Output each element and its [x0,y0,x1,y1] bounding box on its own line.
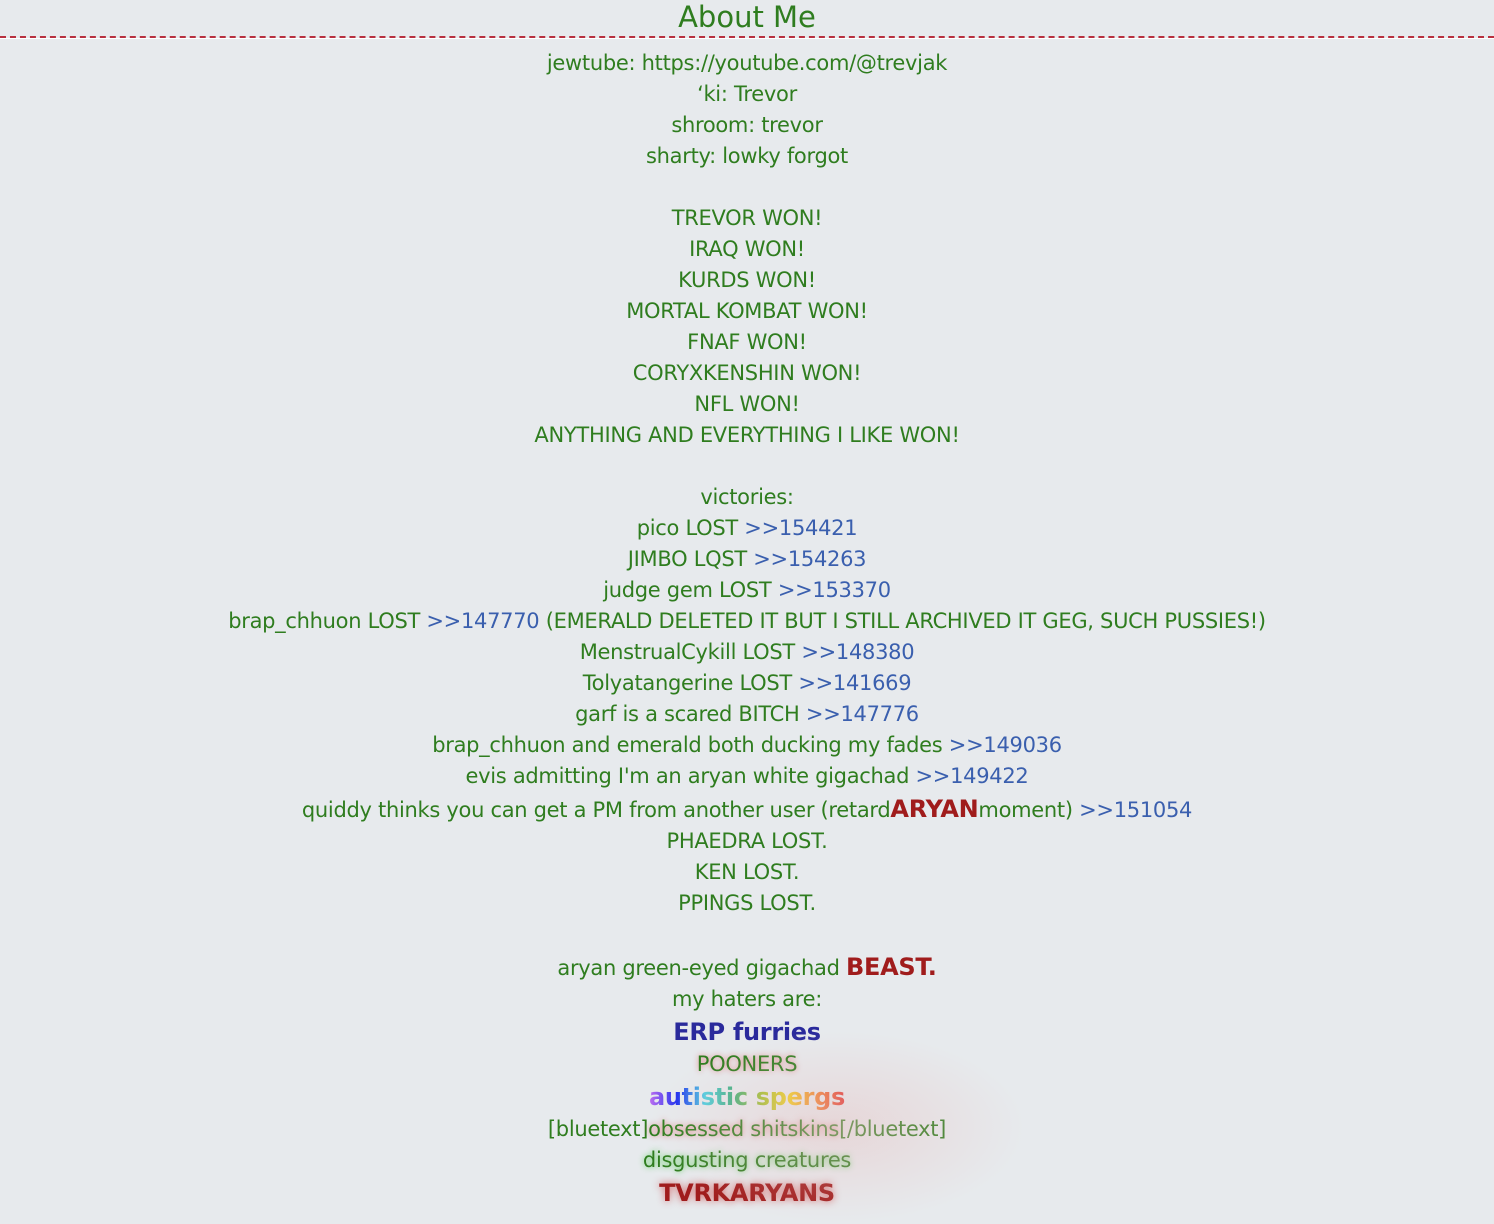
quote-link[interactable]: >>153370 [777,578,891,602]
quote-link[interactable]: >>151054 [1079,798,1193,822]
beast-line: aryan green-eyed gigachad BEAST. [0,950,1494,984]
loss-line: PPINGS LOST. [678,891,816,915]
victory-text: moment) [978,798,1080,822]
victory-text: judge gem LOST [603,578,778,602]
hater-erp: ERP furries [0,1015,1494,1049]
bluetext-close: [/bluetext] [839,1117,947,1141]
loss-line: PHAEDRA LOST. [666,829,828,853]
victory-note: (EMERALD DELETED IT BUT I STILL ARCHIVED… [539,609,1266,633]
hater-obsessed-text: obsessed shitskins [648,1117,840,1141]
win-line: IRAQ WON! [689,237,805,261]
bluetext-open: [bluetext] [547,1117,649,1141]
victory-text: evis admitting I'm an aryan white gigach… [465,764,916,788]
victory-line: brap_chhuon and emerald both ducking my … [0,730,1494,761]
hater-autistic: autistic spergs [0,1080,1494,1114]
victory-line: Tolyatangerine LOST >>141669 [0,668,1494,699]
quote-link[interactable]: >>147776 [805,702,919,726]
victory-text: pico LOST [636,516,745,540]
hater-disgusting: disgusting creatures [642,1148,852,1172]
quote-link[interactable]: >>141669 [798,671,912,695]
victory-line: brap_chhuon LOST >>147770 (EMERALD DELET… [0,606,1494,637]
victory-text: MenstrualCykill LOST [579,640,802,664]
victory-text: Tolyatangerine LOST [582,671,799,695]
victory-line: pico LOST >>154421 [0,513,1494,544]
win-line: TREVOR WON! [671,206,823,230]
hater-tvrk: TVRKARYANS [0,1176,1494,1210]
victory-text: brap_chhuon LOST [228,609,427,633]
quote-link[interactable]: >>147770 [426,609,540,633]
loss-line: KEN LOST. [694,860,800,884]
link-youtube: jewtube: https://youtube.com/@trevjak [546,51,948,75]
victory-line: MenstrualCykill LOST >>148380 [0,637,1494,668]
victory-text: quiddy thinks you can get a PM from anot… [301,798,891,822]
quote-link[interactable]: >>148380 [801,640,915,664]
quote-link[interactable]: >>149036 [948,733,1062,757]
victory-line: judge gem LOST >>153370 [0,575,1494,606]
rainbow-text: autistic spergs [648,1083,846,1111]
about-body: jewtube: https://youtube.com/@trevjak ‘k… [0,39,1494,1210]
link-sharty: sharty: lowky forgot [646,144,848,168]
link-shroom: shroom: trevor [671,113,823,137]
win-line: KURDS WON! [678,268,816,292]
win-line: NFL WON! [694,392,800,416]
quote-link[interactable]: >>154263 [753,547,867,571]
victory-text: garf is a scared BITCH [575,702,806,726]
victory-line: quiddy thinks you can get a PM from anot… [0,792,1494,826]
victory-text: JIMBO LQST [627,547,754,571]
win-line: CORYXKENSHIN WON! [632,361,862,385]
hater-pooners: POONERS [696,1052,798,1076]
win-line: MORTAL KOMBAT WON! [626,299,868,323]
aryan-bold: ARYAN [890,795,979,823]
quote-link[interactable]: >>149422 [915,764,1029,788]
link-ki: ‘ki: Trevor [697,82,797,106]
beast-text: aryan green-eyed gigachad [557,956,846,980]
victories-label: victories: [700,485,794,509]
victory-line: garf is a scared BITCH >>147776 [0,699,1494,730]
dashed-divider [0,36,1494,39]
win-line: ANYTHING AND EVERYTHING I LIKE WON! [534,423,960,447]
victory-line: JIMBO LQST >>154263 [0,544,1494,575]
victory-line: evis admitting I'm an aryan white gigach… [0,761,1494,792]
hater-erp-text: ERP furries [673,1018,821,1046]
hater-obsessed: [bluetext]obsessed shitskins[/bluetext] [0,1114,1494,1145]
haters-label: my haters are: [672,987,822,1011]
hater-tvrk-text: TVRKARYANS [659,1179,835,1207]
victory-text: brap_chhuon and emerald both ducking my … [432,733,949,757]
beast-bold: BEAST. [846,953,937,981]
quote-link[interactable]: >>154421 [744,516,858,540]
win-line: FNAF WON! [687,330,807,354]
page-title: About Me [678,0,816,34]
